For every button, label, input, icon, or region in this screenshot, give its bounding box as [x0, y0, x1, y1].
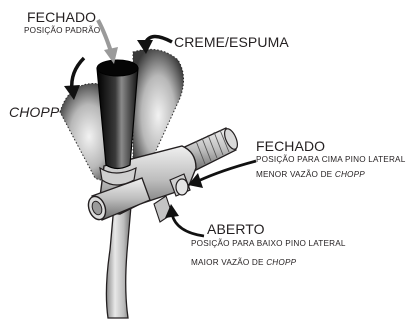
tap-spout: [106, 205, 131, 318]
label-chopp: CHOPP: [9, 105, 59, 119]
label-fechado-cima-line2: MENOR VAZÃO DE CHOPP: [256, 171, 365, 179]
label-fechado-cima-title: FECHADO: [256, 139, 325, 153]
lateral-pin-knob: [176, 179, 188, 195]
label-fechado-cima-line1: POSIÇÃO PARA CIMA PINO LATERAL: [256, 156, 405, 164]
label-fechado-padrao-subtitle: POSIÇÃO PADRÃO: [24, 27, 100, 35]
label-aberto-line2-prefix: MAIOR VAZÃO DE: [191, 258, 266, 267]
tap-handle-top: [97, 60, 138, 76]
label-aberto-line2-chopp: CHOPP: [266, 258, 296, 267]
label-fechado-padrao-title: FECHADO: [27, 10, 96, 24]
label-fechado-cima-line2-prefix: MENOR VAZÃO DE: [256, 170, 335, 179]
label-aberto-line2: MAIOR VAZÃO DE CHOPP: [191, 259, 296, 267]
label-aberto-title: ABERTO: [207, 222, 265, 236]
arrow-aberto: [165, 204, 204, 236]
label-aberto-line1: POSIÇÃO PARA BAIXO PINO LATERAL: [191, 240, 346, 248]
label-fechado-cima-line2-chopp: CHOPP: [335, 170, 365, 179]
label-creme-espuma: CREME/ESPUMA: [174, 35, 289, 49]
arrow-fechado-padrao: [98, 20, 118, 64]
